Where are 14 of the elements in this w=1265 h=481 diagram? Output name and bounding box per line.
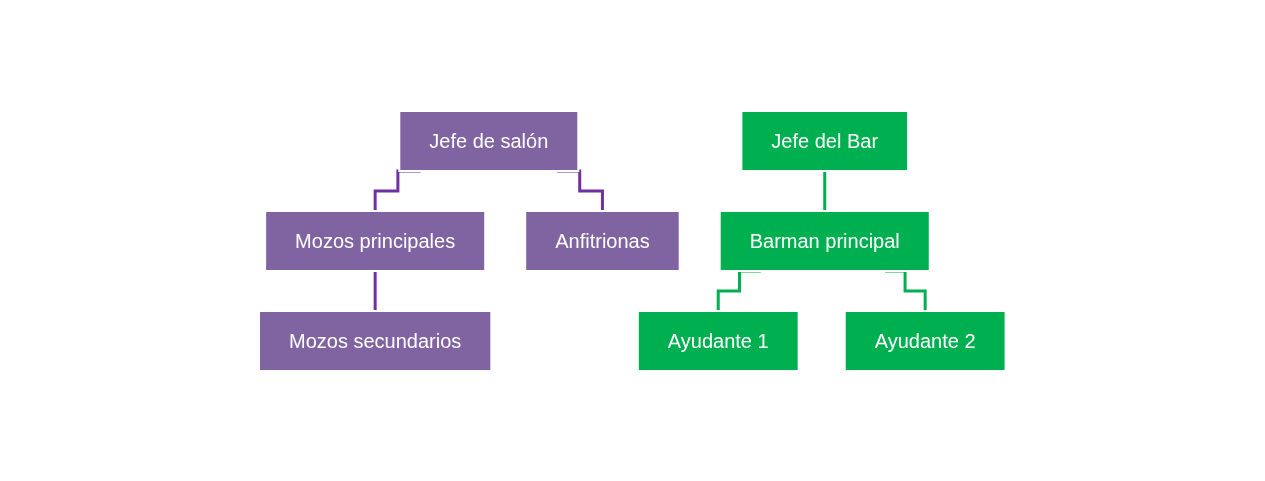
node-box: Ayudante 1 xyxy=(637,309,800,372)
connector xyxy=(823,169,827,212)
connector xyxy=(716,269,762,312)
node-box: Jefe del Bar xyxy=(740,109,910,172)
node-box: Mozos principales xyxy=(264,209,487,272)
connector xyxy=(885,269,927,312)
node-box: Anfitrionas xyxy=(524,209,681,272)
node-box: Jefe de salón xyxy=(398,109,580,172)
connector xyxy=(557,169,605,212)
node-box: Mozos secundarios xyxy=(258,309,493,372)
node-box: Barman principal xyxy=(718,209,931,272)
connector xyxy=(373,269,377,312)
connector xyxy=(373,169,421,212)
node-box: Ayudante 2 xyxy=(843,309,1007,372)
